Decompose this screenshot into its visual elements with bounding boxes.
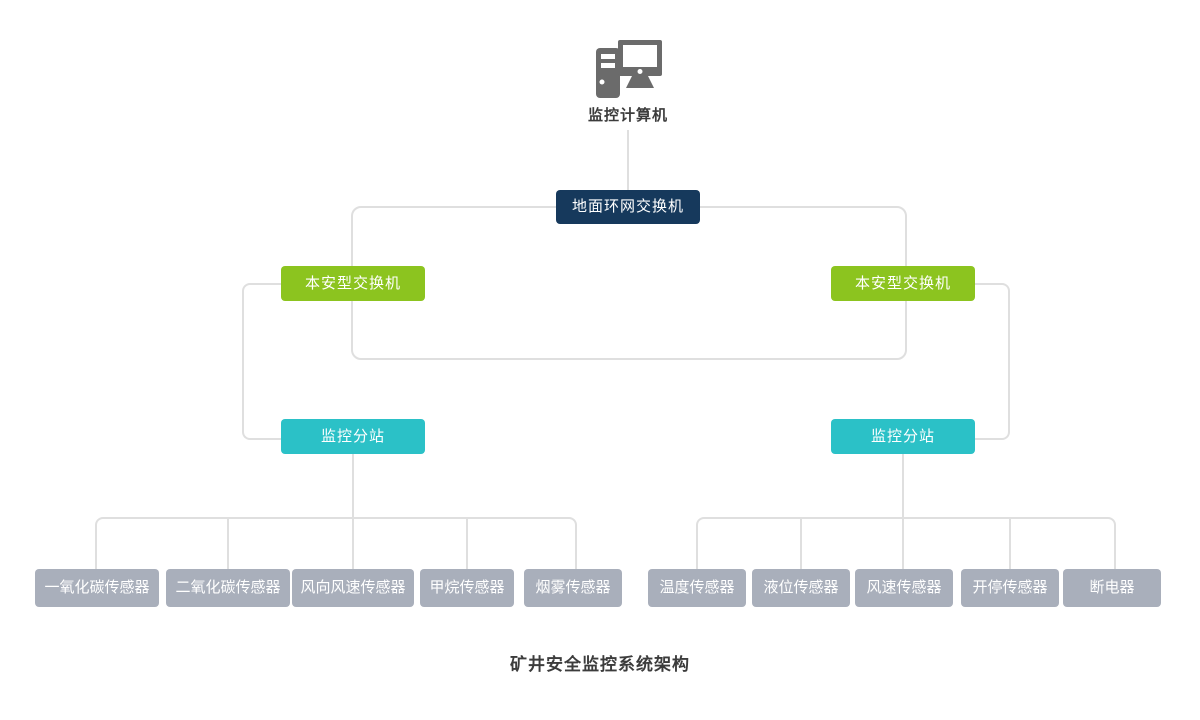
- substation-right-node: 监控分站: [831, 419, 975, 454]
- connector-right-switch-to-substation: [905, 283, 1010, 440]
- connector-sensor-drop: [1009, 517, 1011, 569]
- sensor-box-smoke: 烟雾传感器: [524, 569, 622, 607]
- ground-ring-switch-node: 地面环网交换机: [556, 190, 700, 224]
- connector-computer-to-switch: [627, 130, 629, 208]
- connector-left-sensor-bus: [95, 517, 577, 571]
- substation-left-node: 监控分站: [281, 419, 425, 454]
- monitoring-computer-label: 监控计算机: [587, 107, 668, 124]
- sensor-box-co: 一氧化碳传感器: [35, 569, 159, 607]
- sensor-box-breaker: 断电器: [1063, 569, 1161, 607]
- sensor-box-wind-dir: 风向风速传感器: [292, 569, 414, 607]
- safe-switch-right-node: 本安型交换机: [831, 266, 975, 301]
- connector-sensor-drop: [227, 517, 229, 569]
- sensor-box-temperature: 温度传感器: [648, 569, 746, 607]
- diagram-title: 矿井安全监控系统架构: [510, 655, 690, 674]
- sensor-box-co2: 二氧化碳传感器: [166, 569, 290, 607]
- connector-right-sensor-bus: [696, 517, 1116, 571]
- sensor-box-methane: 甲烷传感器: [420, 569, 514, 607]
- safe-switch-left-node: 本安型交换机: [281, 266, 425, 301]
- connector-sensor-drop: [800, 517, 802, 569]
- connector-sensor-drop: [466, 517, 468, 569]
- sensor-box-start-stop: 开停传感器: [961, 569, 1059, 607]
- connector-ring-network-loop: [351, 206, 907, 360]
- monitoring-computer-icon: [596, 40, 662, 98]
- connector-left-switch-to-substation: [242, 283, 355, 440]
- connector-left-substation-stub: [352, 454, 354, 569]
- sensor-box-level: 液位传感器: [752, 569, 850, 607]
- sensor-box-wind-speed: 风速传感器: [855, 569, 953, 607]
- connector-right-substation-stub: [902, 454, 904, 569]
